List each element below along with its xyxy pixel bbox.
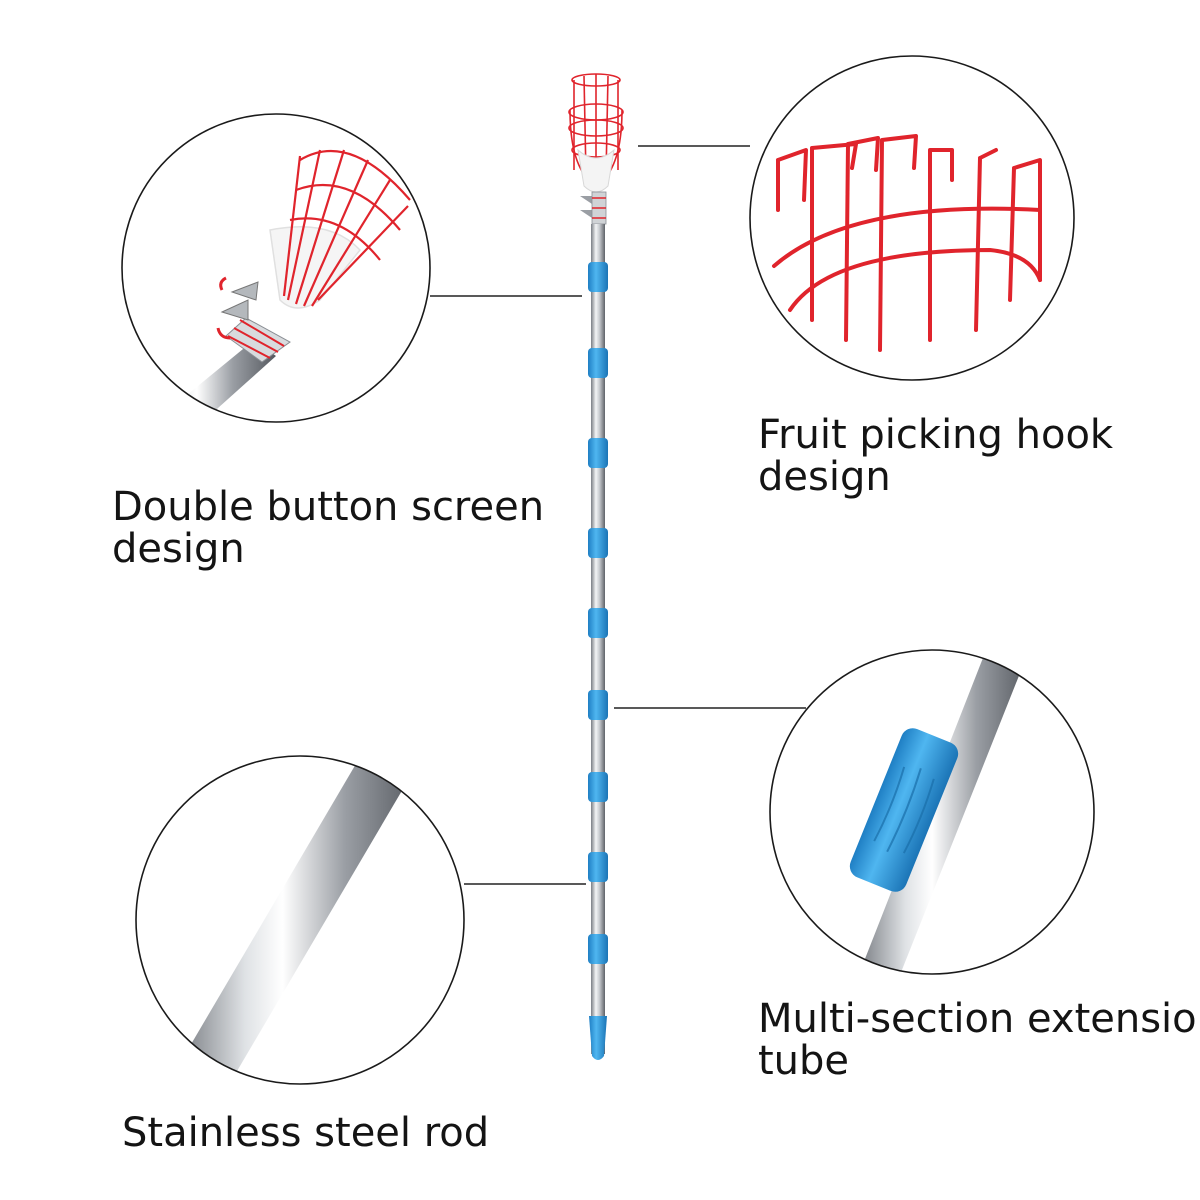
hook-label: Fruit picking hook design bbox=[758, 414, 1113, 498]
detail-circle-steel-rod bbox=[135, 755, 465, 1085]
hook-label-line-2: design bbox=[758, 454, 891, 500]
detail-circle-hook bbox=[749, 55, 1075, 381]
extension-label: Multi-section extension tube bbox=[758, 998, 1200, 1082]
double-button-label-line-1: Double button screen bbox=[112, 484, 545, 530]
hook-label-line-1: Fruit picking hook bbox=[758, 412, 1114, 458]
double-button-label: Double button screen design bbox=[112, 486, 544, 570]
fruit-picker-pole bbox=[568, 73, 624, 1060]
basket-icon bbox=[568, 73, 624, 187]
detail-circle-extension bbox=[769, 649, 1095, 975]
steel-rod-label-line-1: Stainless steel rod bbox=[122, 1110, 490, 1156]
double-button-label-line-2: design bbox=[112, 526, 245, 572]
extension-label-line-1: Multi-section extension bbox=[758, 996, 1200, 1042]
connector-lines bbox=[430, 145, 806, 885]
blue-sleeves bbox=[588, 262, 608, 1060]
steel-rod-label: Stainless steel rod bbox=[122, 1112, 489, 1154]
extension-label-line-2: tube bbox=[758, 1038, 850, 1084]
detail-circle-double-button bbox=[121, 113, 431, 423]
